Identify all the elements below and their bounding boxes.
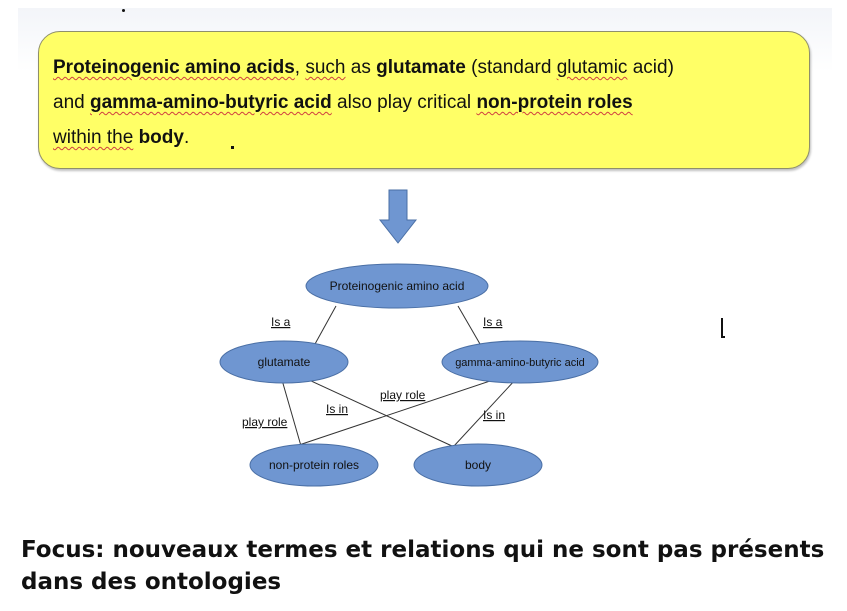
- node-glutamate: glutamate: [219, 340, 349, 384]
- callout-text: also play critical: [331, 92, 477, 113]
- term-glutamate: glutamate: [376, 57, 466, 78]
- callout-text: such: [305, 57, 346, 78]
- callout-text: within the: [53, 127, 134, 148]
- term-gaba: gamma-amino-butyric acid: [89, 92, 332, 113]
- callout-text: .: [183, 127, 190, 148]
- edge-glutamate-body: [308, 379, 453, 447]
- node-non-protein-roles: non-protein roles: [249, 443, 379, 487]
- callout-text: acid): [627, 57, 674, 78]
- node-label: glutamate: [258, 355, 311, 369]
- callout-line-3: within the body.: [53, 127, 235, 149]
- node-label: gamma-amino-butyric acid: [455, 357, 585, 369]
- stray-dot: [231, 146, 235, 149]
- node-label: non-protein roles: [269, 458, 359, 472]
- callout-line-1: Proteinogenic amino acids, such as gluta…: [53, 57, 674, 78]
- sentence-callout: Proteinogenic amino acids, such as gluta…: [38, 31, 810, 169]
- edge-label-playrole-left: play role: [242, 415, 288, 429]
- term-proteinogenic-amino-acids: Proteinogenic amino acids: [53, 57, 295, 78]
- callout-text: as: [345, 57, 377, 78]
- node-body: body: [413, 443, 543, 487]
- term-non-protein-roles: non-protein roles: [476, 92, 633, 113]
- edge-glutamate-nonprotein: [281, 379, 302, 447]
- edge-gaba-nonprotein: [295, 378, 497, 447]
- callout-text: (standard: [465, 57, 557, 78]
- callout-text: ,: [294, 57, 306, 78]
- edge-gaba-body: [453, 378, 517, 447]
- term-body: body: [138, 127, 184, 148]
- callout-text: glutamic: [556, 57, 628, 78]
- node-label: body: [465, 458, 491, 472]
- node-label: Proteinogenic amino acid: [330, 279, 465, 293]
- callout-line-2: and gamma-amino-butyric acid also play c…: [53, 92, 633, 113]
- callout-text: and: [53, 92, 90, 113]
- edge-label-isa-right: Is a: [483, 315, 503, 329]
- edge-label-isin-left: Is in: [326, 402, 348, 416]
- focus-statement: Focus: nouveaux termes et relations qui …: [21, 537, 825, 595]
- node-gamma-amino-butyric-acid: gamma-amino-butyric acid: [441, 340, 599, 384]
- edge-root-gaba: [457, 305, 481, 345]
- stray-dot: [122, 9, 125, 12]
- text-cursor-icon: [721, 318, 725, 338]
- edge-label-isin-right: Is in: [483, 408, 505, 422]
- edge-label-playrole-right: play role: [380, 388, 426, 402]
- edge-root-glutamate: [314, 305, 337, 345]
- down-arrow-icon: [378, 189, 418, 244]
- edge-label-isa-left: Is a: [271, 315, 291, 329]
- node-proteinogenic-amino-acid: Proteinogenic amino acid: [305, 263, 489, 309]
